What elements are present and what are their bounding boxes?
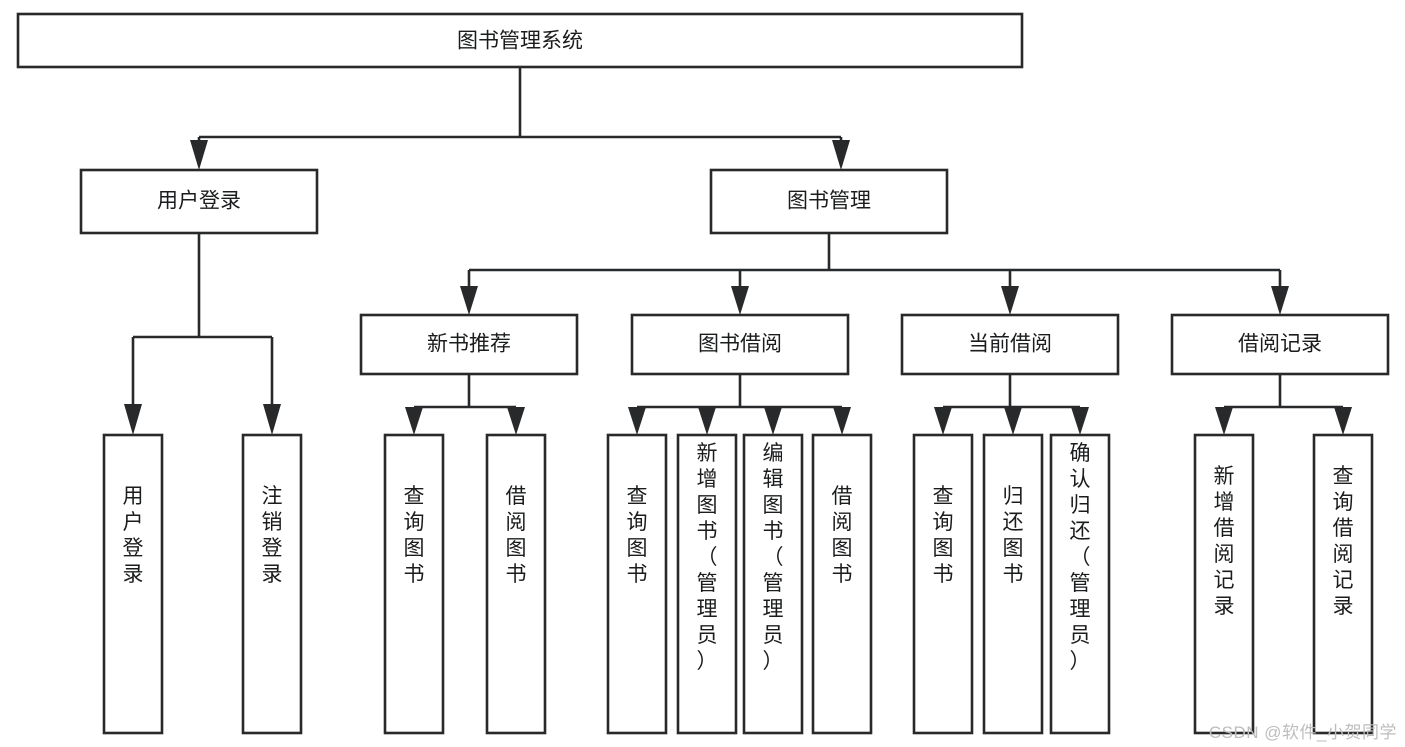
node-leaf-borrow-book-2[interactable]: 借阅图书 (811, 433, 873, 735)
node-book-manage-box[interactable] (709, 168, 949, 235)
csdn-watermark: CSDN @软件_小贺同学 (1208, 723, 1397, 742)
node-user-login-label: 用户登录 (157, 190, 241, 213)
node-user-login-box[interactable] (79, 168, 319, 235)
node-leaf-user-login-label: 用户登录 (123, 485, 144, 586)
node-leaf-edit-book-box[interactable] (742, 433, 804, 735)
node-leaf-add-record-label: 新增借阅记录 (1214, 465, 1235, 618)
node-book-borrow[interactable]: 图书借阅 (630, 313, 850, 376)
arrow-head-leaf-logout (263, 404, 281, 435)
node-leaf-query-book-2[interactable]: 查询图书 (606, 433, 668, 735)
arrow-head-leaf-query-book-1 (405, 407, 423, 435)
node-book-manage-label: 图书管理 (787, 190, 871, 213)
node-current-borrow-label: 当前借阅 (968, 333, 1052, 356)
node-user-login[interactable]: 用户登录 (79, 168, 319, 235)
node-borrow-record-box[interactable] (1170, 313, 1390, 376)
arrow-head-leaf-return-book (1004, 407, 1022, 435)
node-leaf-confirm-return-box[interactable] (1049, 433, 1111, 735)
node-leaf-query-book-3-label: 查询图书 (933, 485, 954, 586)
arrow-head-leaf-query-book-3 (934, 407, 952, 435)
node-leaf-add-book-box[interactable] (676, 433, 738, 735)
node-leaf-borrow-book-2-box[interactable] (811, 433, 873, 735)
arrow-head-leaf-edit-book (764, 407, 782, 435)
node-leaf-query-record[interactable]: 查询借阅记录 (1312, 433, 1374, 735)
node-leaf-borrow-book-2-label: 借阅图书 (832, 485, 853, 586)
arrow-head-leaf-query-record (1334, 407, 1352, 435)
arrow-head-new-book-recommend (460, 286, 478, 315)
node-leaf-return-book-label: 归还图书 (1003, 485, 1024, 586)
node-leaf-query-book-3[interactable]: 查询图书 (912, 433, 974, 735)
arrow-head-leaf-add-record (1215, 407, 1233, 435)
arrow-head-leaf-borrow-book-1 (507, 407, 525, 435)
node-leaf-borrow-book-1[interactable]: 借阅图书 (485, 433, 547, 735)
node-leaf-user-login-box[interactable] (102, 433, 164, 735)
leaf-layer: 用户登录 注销登录 查询图书 借阅图书 查询图书 新增图书（管理员） (102, 433, 1374, 735)
node-leaf-add-record-box[interactable] (1193, 433, 1255, 735)
node-root-box[interactable] (16, 12, 1024, 69)
node-current-borrow-box[interactable] (900, 313, 1120, 376)
arrow-head-leaf-query-book-2 (628, 407, 646, 435)
node-leaf-query-book-2-box[interactable] (606, 433, 668, 735)
arrow-head-book-manage (832, 140, 850, 170)
node-borrow-record-label: 借阅记录 (1238, 333, 1322, 356)
node-leaf-user-login[interactable]: 用户登录 (102, 433, 164, 735)
arrow-head-leaf-borrow-book-2 (833, 407, 851, 435)
arrow-head-leaf-confirm-return (1071, 407, 1089, 435)
node-new-book-recommend-box[interactable] (359, 313, 579, 376)
node-book-borrow-label: 图书借阅 (698, 333, 782, 356)
node-leaf-confirm-return-label: 确认归还（管理员） (1070, 442, 1091, 673)
node-leaf-query-book-3-box[interactable] (912, 433, 974, 735)
node-leaf-query-record-label: 查询借阅记录 (1333, 465, 1354, 618)
node-book-manage[interactable]: 图书管理 (709, 168, 949, 235)
arrow-head-book-borrow (731, 286, 749, 315)
node-book-borrow-box[interactable] (630, 313, 850, 376)
node-leaf-logout[interactable]: 注销登录 (241, 433, 303, 735)
arrow-head-borrow-record (1271, 286, 1289, 315)
node-borrow-record[interactable]: 借阅记录 (1170, 313, 1390, 376)
node-leaf-edit-book[interactable]: 编辑图书（管理员） (742, 433, 804, 735)
node-leaf-add-record[interactable]: 新增借阅记录 (1193, 433, 1255, 735)
node-leaf-query-book-2-label: 查询图书 (627, 485, 648, 586)
node-leaf-confirm-return[interactable]: 确认归还（管理员） (1049, 433, 1111, 735)
node-leaf-query-book-1[interactable]: 查询图书 (383, 433, 445, 735)
node-leaf-borrow-book-1-box[interactable] (485, 433, 547, 735)
node-leaf-add-book[interactable]: 新增图书（管理员） (676, 433, 738, 735)
node-root[interactable]: 图书管理系统 (16, 12, 1024, 69)
node-leaf-logout-label: 注销登录 (262, 485, 283, 586)
node-leaf-return-book-box[interactable] (982, 433, 1044, 735)
arrow-head-current-borrow (1001, 286, 1019, 315)
node-root-label: 图书管理系统 (457, 30, 583, 53)
node-leaf-return-book[interactable]: 归还图书 (982, 433, 1044, 735)
connector-layer (124, 67, 1352, 435)
node-leaf-edit-book-label: 编辑图书（管理员） (763, 442, 784, 673)
node-leaf-query-book-1-label: 查询图书 (404, 485, 425, 586)
node-leaf-query-record-box[interactable] (1312, 433, 1374, 735)
node-leaf-query-book-1-box[interactable] (383, 433, 445, 735)
node-leaf-add-book-label: 新增图书（管理员） (697, 442, 718, 673)
arrow-head-leaf-add-book (698, 407, 716, 435)
node-current-borrow[interactable]: 当前借阅 (900, 313, 1120, 376)
node-new-book-recommend-label: 新书推荐 (427, 333, 511, 356)
arrow-head-user-login (190, 140, 208, 170)
node-leaf-logout-box[interactable] (241, 433, 303, 735)
node-new-book-recommend[interactable]: 新书推荐 (359, 313, 579, 376)
arrow-head-leaf-user-login (124, 404, 142, 435)
node-leaf-borrow-book-1-label: 借阅图书 (506, 485, 527, 586)
